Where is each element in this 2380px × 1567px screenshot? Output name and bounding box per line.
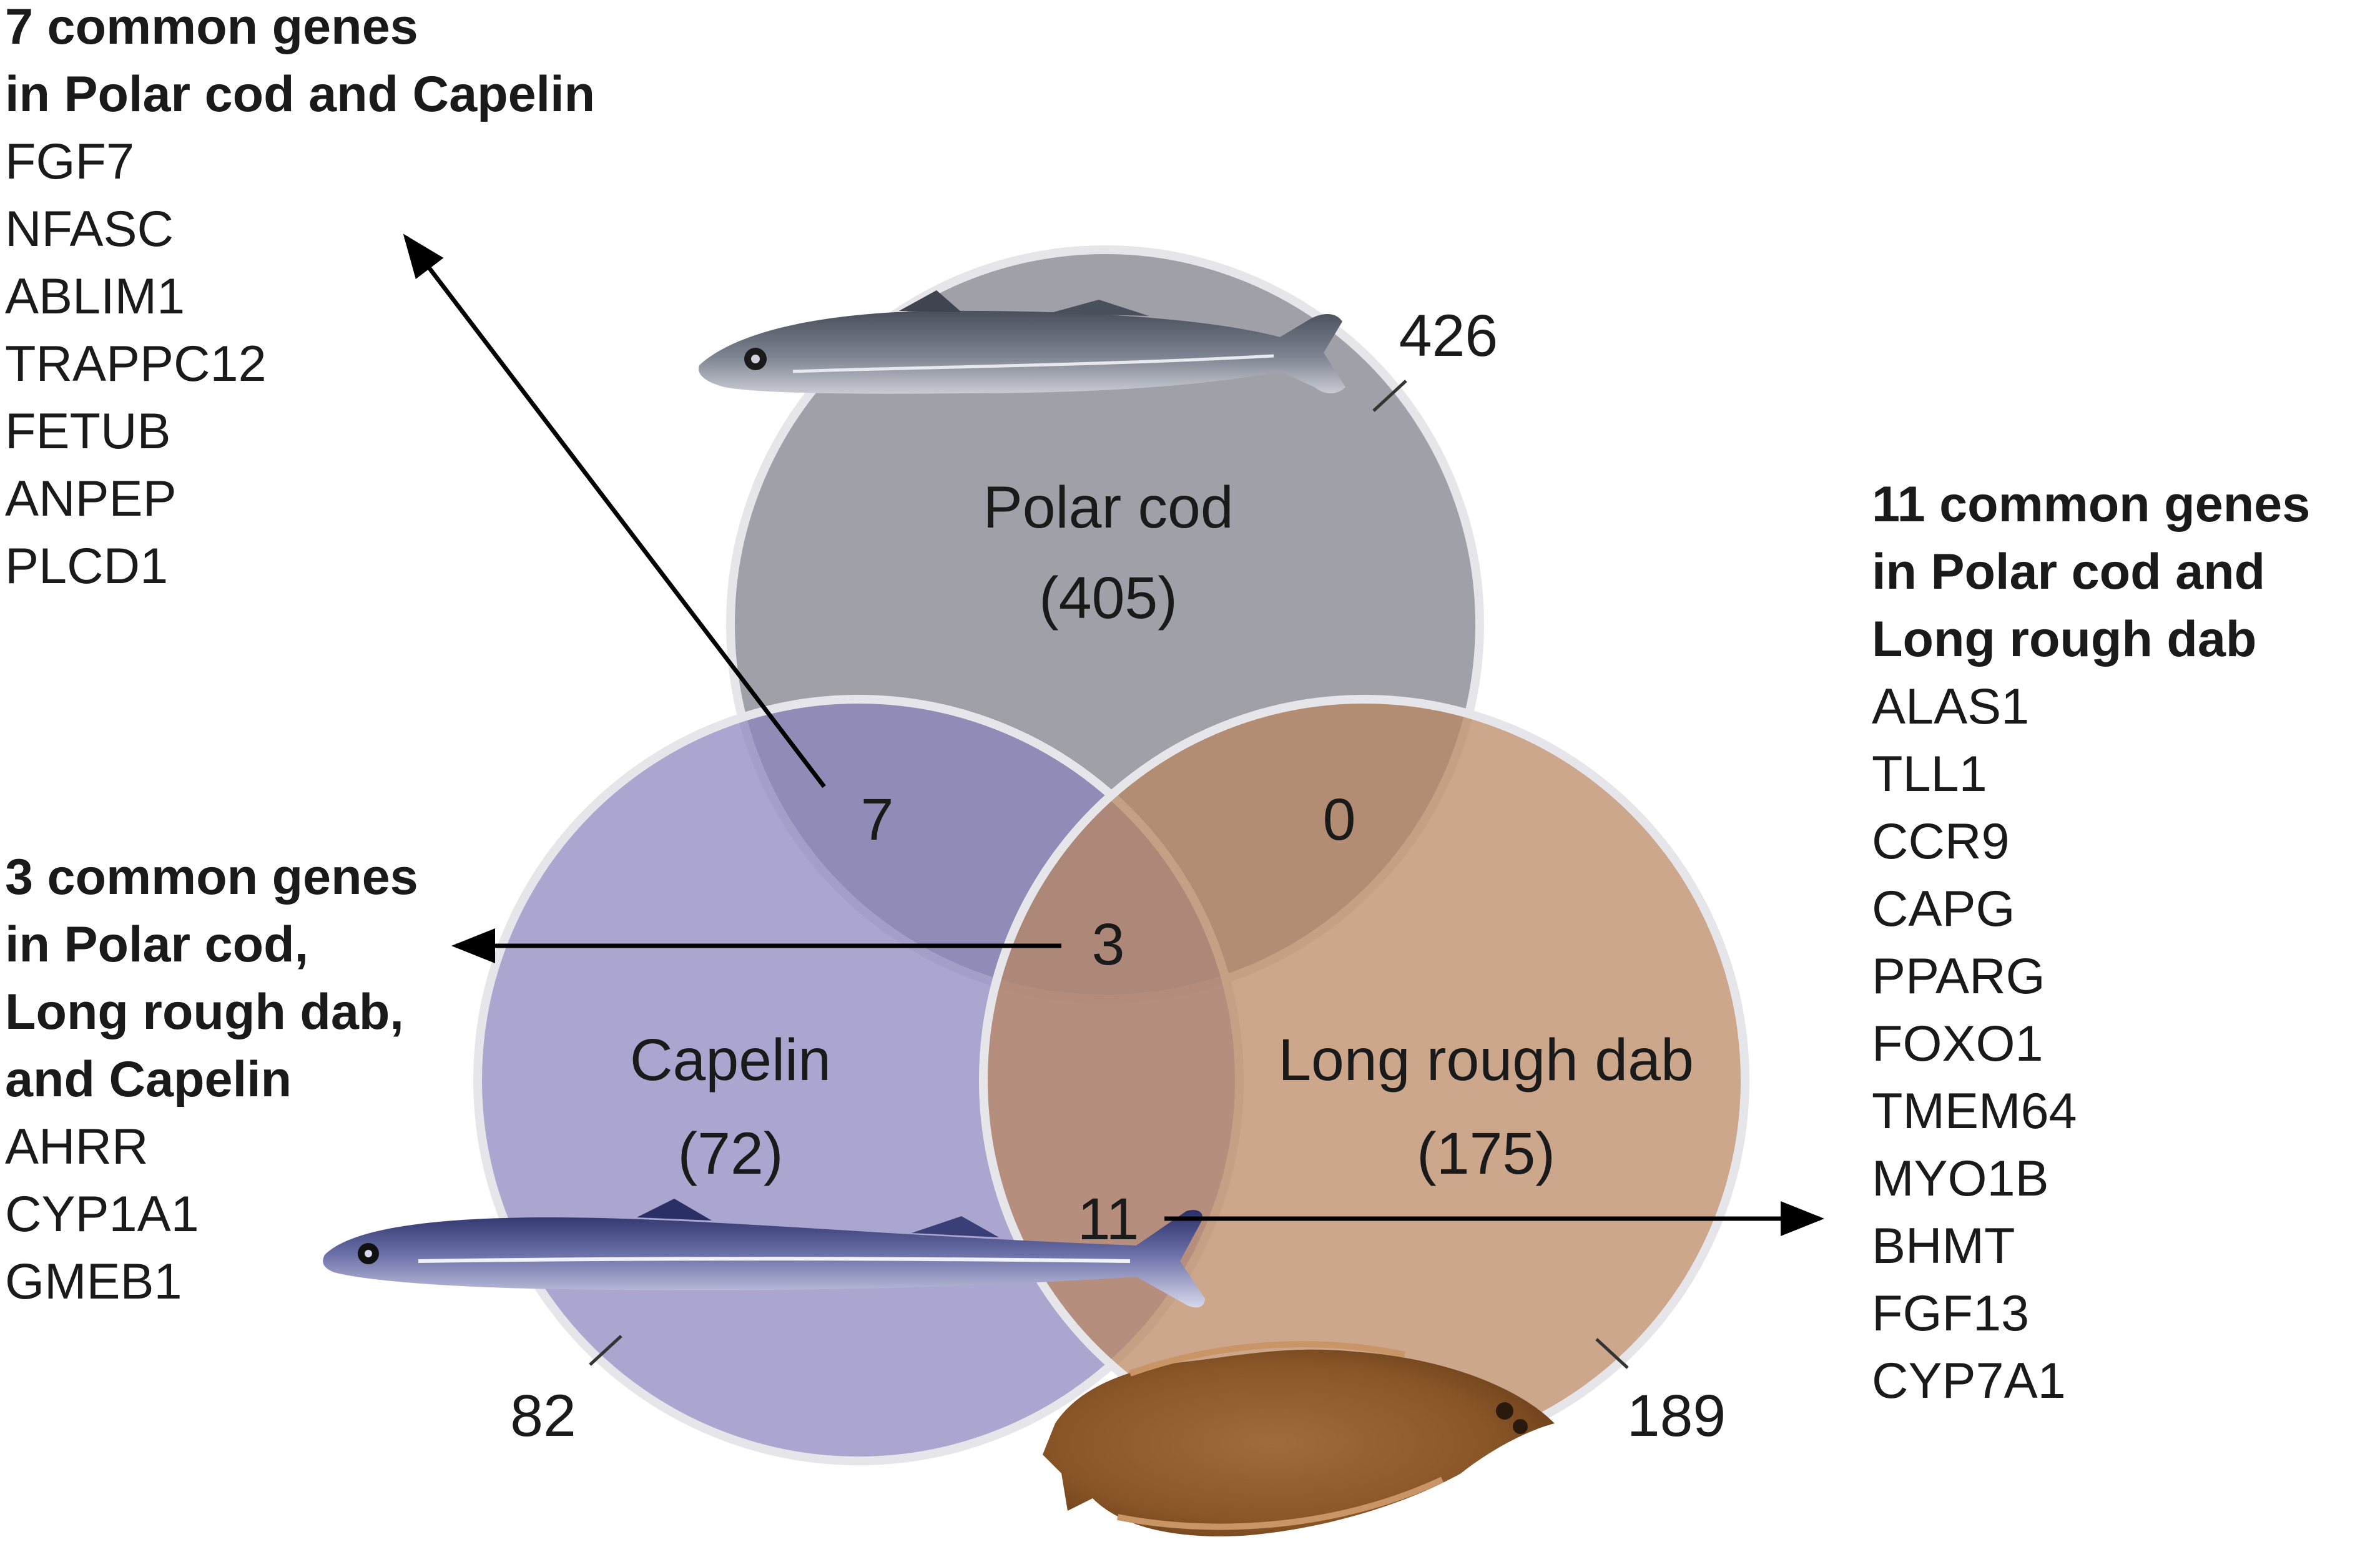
gene-label: TLL1 <box>1872 746 1987 802</box>
annotation-title-line: in Polar cod and <box>1872 544 2265 600</box>
capelin-count: (72) <box>678 1121 784 1187</box>
polar-cod-count: (405) <box>1039 565 1178 631</box>
polar-cod-fish-icon <box>699 290 1345 394</box>
annotation-title-line: and Capelin <box>5 1051 292 1108</box>
annotation-title-line: in Polar cod and Capelin <box>5 66 595 122</box>
long-rough-dab-name: Long rough dab <box>1278 1027 1694 1093</box>
gene-label: PLCD1 <box>5 538 168 594</box>
intersection-all-three: 3 <box>1092 911 1125 978</box>
long-rough-dab-count: (175) <box>1417 1121 1555 1187</box>
annotation-title-line: 7 common genes <box>5 0 418 55</box>
gene-label: AHRR <box>5 1119 149 1175</box>
gene-label: CYP1A1 <box>5 1186 199 1242</box>
capelin-outside-count: 82 <box>510 1383 576 1449</box>
annotation-title-line: Long rough dab <box>1872 611 2256 667</box>
gene-label: FOXO1 <box>1872 1016 2043 1072</box>
annotation-title-line: 11 common genes <box>1872 476 2310 533</box>
gene-label: MYO1B <box>1872 1151 2049 1207</box>
intersection-polar-capelin: 7 <box>861 787 894 853</box>
polar-cod-outside-count: 426 <box>1399 303 1498 369</box>
polar-cod-tick <box>1372 380 1407 412</box>
polar-cod-name: Polar cod <box>983 474 1233 541</box>
gene-label: CAPG <box>1872 881 2015 937</box>
capelin-tick <box>589 1335 622 1366</box>
annotation-title-line: Long rough dab, <box>5 984 404 1040</box>
gene-label: ALAS1 <box>1872 679 2029 735</box>
gene-label: ANPEP <box>5 471 177 527</box>
capelin-fish-icon <box>323 1199 1206 1308</box>
intersection-polar-dab: 0 <box>1323 787 1356 853</box>
gene-label: FETUB <box>5 403 171 459</box>
long-rough-dab-tick <box>1595 1338 1629 1369</box>
long-rough-dab-outside-count: 189 <box>1627 1383 1726 1449</box>
annotation-all-three: 3 common genes in Polar cod, Long rough da… <box>5 849 418 1310</box>
annotation-title-line: in Polar cod, <box>5 916 308 973</box>
arrow-polar-capelin <box>403 233 826 788</box>
annotation-title-line: 3 common genes <box>5 849 418 905</box>
annotation-polar-capelin: 7 common genes in Polar cod and CapelinFG… <box>5 0 595 594</box>
gene-label: TMEM64 <box>1872 1083 2077 1139</box>
gene-label: CCR9 <box>1872 813 2010 870</box>
gene-label: GMEB1 <box>5 1254 182 1310</box>
gene-label: BHMT <box>1872 1218 2015 1274</box>
gene-label: PPARG <box>1872 948 2045 1005</box>
gene-label: TRAPPC12 <box>5 336 267 392</box>
gene-label: FGF13 <box>1872 1285 2029 1342</box>
gene-label: FGF7 <box>5 134 134 190</box>
gene-label: CYP7A1 <box>1872 1353 2066 1409</box>
flatfish-icon <box>1043 1341 1555 1536</box>
intersection-capelin-dab: 11 <box>1078 1186 1139 1252</box>
gene-label: ABLIM1 <box>5 268 185 325</box>
capelin-name: Capelin <box>630 1027 831 1093</box>
gene-label: NFASC <box>5 201 174 257</box>
